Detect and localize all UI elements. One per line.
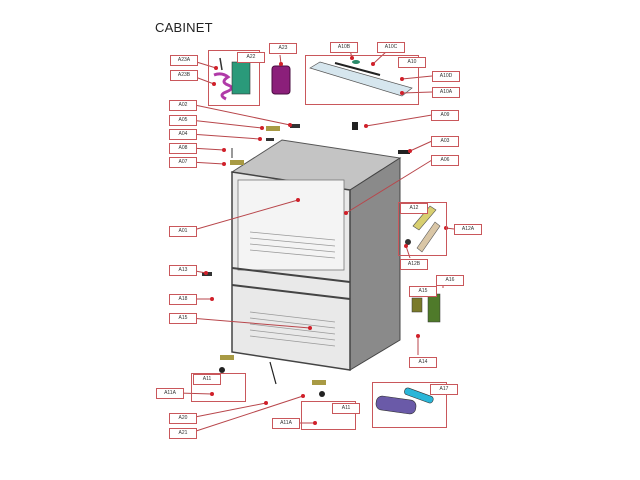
part-a02 [290,124,300,128]
label-a10a: A10A [432,87,460,98]
label-a11a-left: A11A [156,388,184,399]
board-a15 [411,297,423,313]
label-a11a-right: A11A [272,418,300,429]
label-a10: A10 [398,57,426,68]
label-a10b: A10B [330,42,358,53]
rail-plate [309,60,413,97]
label-a04: A04 [169,129,197,140]
label-a22: A22 [237,52,265,63]
hinge-left [220,355,234,360]
group-box-a17 [372,382,447,428]
label-a02: A02 [169,100,197,111]
group-box-a12 [398,202,447,256]
group-box-a22 [208,50,260,106]
label-a14: A14 [409,357,437,368]
label-a09: A09 [431,110,459,121]
group-box-a11-left [191,373,246,402]
label-a03: A03 [431,136,459,147]
label-a18: A18 [169,294,197,305]
label-a06: A06 [431,155,459,166]
label-a16: A16 [436,275,464,286]
label-a08: A08 [169,143,197,154]
part-a09 [352,122,358,130]
page-title: CABINET [155,20,213,35]
label-a07: A07 [169,157,197,168]
board-a16 [427,293,441,323]
label-a11-left: A11 [193,374,221,385]
cabinet-body [230,139,402,371]
label-a10d: A10D [432,71,460,82]
part-a05 [266,126,280,131]
label-a12: A12 [400,203,428,214]
label-a01: A01 [169,226,197,237]
group-box-a11-right [301,401,356,430]
label-a12a: A12A [454,224,482,235]
group-box-a10 [305,55,419,105]
label-a23a: A23A [170,55,198,66]
label-a20: A20 [169,413,197,424]
label-a23b: A23B [170,70,198,81]
label-a17: A17 [430,384,458,395]
label-a23: A23 [269,43,297,54]
label-a15: A15 [169,313,197,324]
part-a04 [266,138,274,141]
label-a11-right: A11 [332,403,360,414]
part-a03 [398,150,410,154]
filter-part [271,65,291,95]
label-a15-board: A15 [409,286,437,297]
evaporator-assembly [213,57,251,101]
part-a20 [269,361,277,385]
label-a05: A05 [169,115,197,126]
label-a10c: A10C [377,42,405,53]
label-a21: A21 [169,428,197,439]
label-a13: A13 [169,265,197,276]
part-a07 [230,160,244,165]
hinge-right [312,380,326,385]
tank-parts [375,387,434,415]
label-a12b: A12B [400,259,428,270]
